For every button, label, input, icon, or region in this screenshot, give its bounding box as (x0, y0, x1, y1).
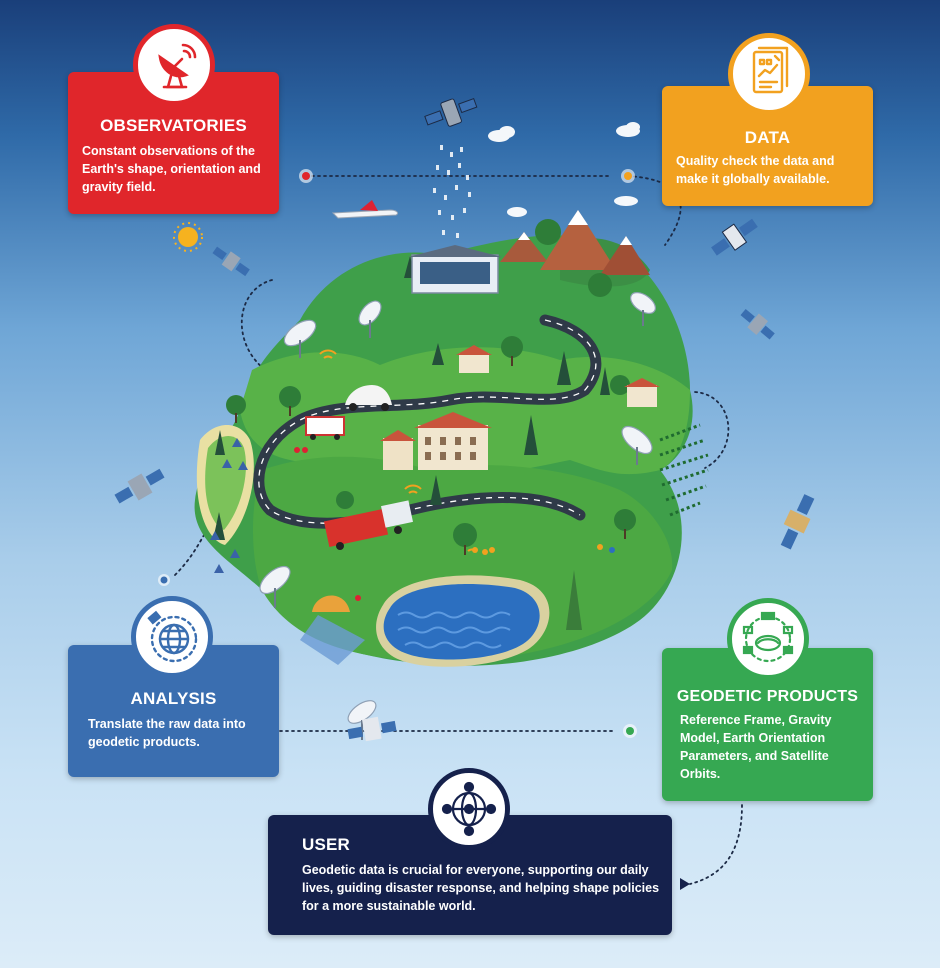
vineyard (659, 423, 709, 517)
analysis-description: Translate the raw data into geodetic pro… (88, 717, 246, 749)
report-document-icon (752, 46, 789, 94)
data-badge (728, 33, 810, 115)
geodetic-products-title: GEODETIC PRODUCTS (676, 688, 859, 705)
satellite-dish-icon (158, 43, 197, 89)
analysis-badge (131, 596, 213, 678)
data-beam (433, 145, 471, 238)
aircraft (331, 200, 399, 219)
vehicles (305, 385, 413, 550)
cones (210, 438, 248, 573)
mountains (500, 210, 650, 275)
observatories-description: Constant observations of the Earth's sha… (82, 144, 261, 194)
data-description: Quality check the data and make it globa… (676, 154, 835, 186)
geodetic-products-description: Reference Frame, Gravity Model, Earth Or… (680, 713, 832, 781)
observatories-title: OBSERVATORIES (100, 116, 247, 135)
observatories-badge (133, 24, 215, 106)
observatories-card: OBSERVATORIES Constant observations of t… (68, 72, 279, 214)
sun (173, 222, 203, 252)
satellites (114, 97, 815, 742)
user-description: Geodetic data is crucial for everyone, s… (302, 863, 660, 913)
orbit-satellites-icon (742, 611, 794, 663)
signal-waves (319, 349, 477, 552)
geodetic-products-badge (727, 598, 809, 680)
connector-nodes (158, 169, 690, 890)
lake (376, 575, 550, 667)
connected-users-globe-icon (441, 781, 497, 837)
user-title: USER (302, 835, 351, 854)
trees (213, 219, 636, 630)
data-title: DATA (744, 128, 791, 147)
buildings (380, 245, 660, 470)
user-badge (428, 768, 510, 850)
clouds (488, 122, 640, 217)
people (294, 447, 615, 665)
analysis-title: ANALYSIS (130, 689, 217, 708)
globe-satellite-icon (147, 610, 198, 663)
user-card: USER Geodetic data is crucial for everyo… (268, 815, 672, 935)
radio-dishes (259, 292, 656, 724)
